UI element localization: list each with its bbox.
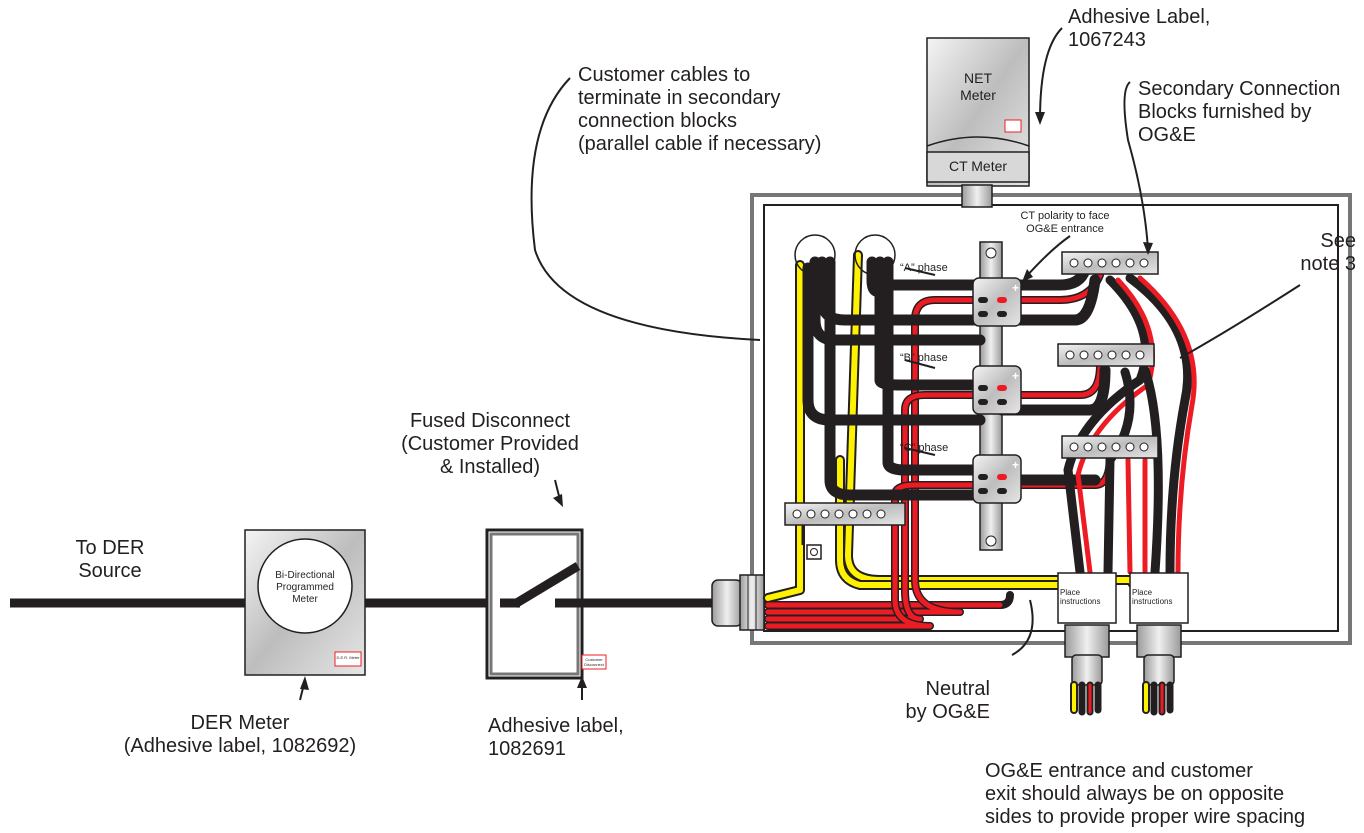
see-note-text: See note 3 <box>1300 230 1356 275</box>
bidirectional-meter-text: Bi-Directional Programmed Meter <box>275 570 335 605</box>
ct-b: + <box>972 365 1022 415</box>
der-meter-text: DER Meter (Adhesive label, 1082692) <box>123 712 357 757</box>
fused-disconnect-box <box>485 528 607 680</box>
place-instructions-1: Place instructions <box>1060 588 1101 606</box>
ct-polarity-text: CT polarity to face OG&E entrance <box>1020 210 1110 235</box>
arrow-heads <box>300 112 1153 690</box>
connection-block-c <box>1061 435 1159 459</box>
current-transformers: + + + <box>972 277 1022 504</box>
entrance-fitting <box>711 574 765 631</box>
secondary-blocks-text: Secondary Connection Blocks furnished by… <box>1138 78 1341 146</box>
disconnect-tag: Customer Disconnect <box>584 657 604 667</box>
svg-text:+: + <box>1012 458 1019 472</box>
connection-block-b <box>1057 343 1155 367</box>
ct-c: + <box>972 454 1022 504</box>
customer-cables-text: Customer cables to terminate in secondar… <box>578 64 822 155</box>
neutral-text: Neutral by OG&E <box>905 678 990 723</box>
adhesive-label-bottom-text: Adhesive label, 1082691 <box>488 715 624 760</box>
phase-b-text: “B” phase <box>900 352 948 364</box>
net-meter-text: NET Meter <box>960 70 996 103</box>
net-meter <box>926 37 1030 208</box>
der-meter-tag: D.E.R. Meter <box>336 655 360 660</box>
ct-a: + <box>972 277 1022 327</box>
fused-disconnect-text: Fused Disconnect (Customer Provided & In… <box>401 410 579 478</box>
conductor-rings <box>794 234 896 276</box>
phase-c-text: “C” phase <box>900 442 949 454</box>
svg-text:+: + <box>1012 369 1019 383</box>
entrance-note-text: OG&E entrance and customer exit should a… <box>985 760 1306 828</box>
wires <box>763 250 1197 630</box>
svg-text:+: + <box>1012 281 1019 295</box>
der-meter <box>244 529 366 676</box>
phase-a-text: “A” phase <box>900 262 948 274</box>
place-instructions-2: Place instructions <box>1132 588 1173 606</box>
neutral-block <box>784 502 906 560</box>
to-der-text: To DER Source <box>75 537 145 582</box>
connection-blocks <box>784 251 1159 560</box>
customer-exit-fittings <box>1057 572 1189 716</box>
connection-block-a <box>1061 251 1159 275</box>
adhesive-label-top-text: Adhesive Label, 1067243 <box>1068 6 1211 51</box>
ct-meter-text: CT Meter <box>948 158 1008 174</box>
